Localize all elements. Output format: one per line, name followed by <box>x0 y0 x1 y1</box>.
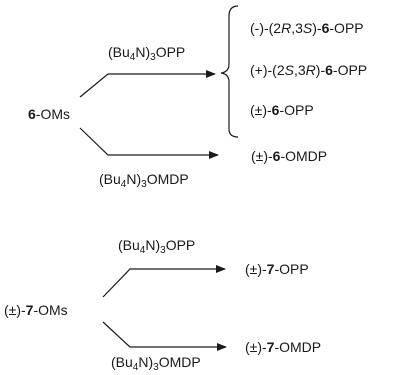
arrow-6-to-omdp <box>79 127 219 159</box>
reagent-opp-2: (Bu4N)3OPP <box>118 237 196 256</box>
product-racemic-7-omdp: (±)-7-OMDP <box>245 339 322 355</box>
arrow-6-to-opp <box>79 70 216 98</box>
product-racemic-6-opp: (±)-6-OPP <box>250 102 314 118</box>
start-racemic-7-oms: (±)-7-OMs <box>4 302 68 318</box>
reagent-omdp-2: (Bu4N)3OMDP <box>111 354 201 373</box>
product-brace <box>220 5 239 138</box>
product-racemic-7-opp: (±)-7-OPP <box>245 261 309 277</box>
product-2s3r-6-opp: (+)-(2S,3R)-6-OPP <box>250 62 368 78</box>
reagent-opp-1: (Bu4N)3OPP <box>108 44 186 63</box>
product-2r3s-6-opp: (-)-(2R,3S)-6-OPP <box>250 20 364 36</box>
arrow-7-to-omdp <box>102 321 227 351</box>
product-racemic-6-omdp: (±)-6-OMDP <box>251 148 328 164</box>
reagent-omdp-1: (Bu4N)3OMDP <box>99 171 189 190</box>
start-6-oms: 6-OMs <box>28 106 71 122</box>
arrow-7-to-opp <box>102 265 226 298</box>
